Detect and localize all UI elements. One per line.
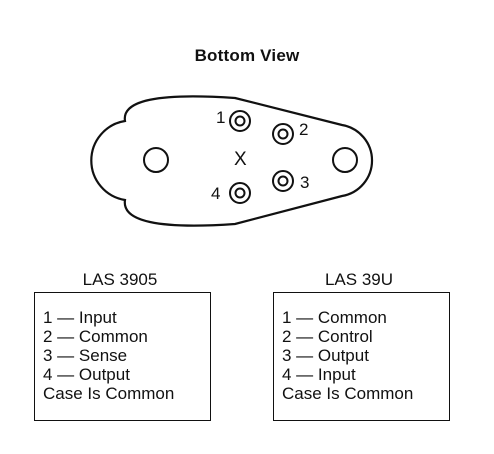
pin-1-label: 1 (216, 108, 225, 127)
center-mark: X (234, 149, 247, 170)
diagram-title: Bottom View (194, 46, 300, 65)
pin-1 (229, 110, 251, 132)
pin-4 (229, 182, 251, 204)
right-row: 1 — Common (282, 308, 387, 327)
pin-2 (272, 123, 294, 145)
left-row: Case Is Common (43, 384, 175, 403)
pin-3 (272, 170, 294, 192)
left-row: 4 — Output (43, 365, 130, 384)
mounting-hole-left (143, 147, 169, 173)
right-pin-table: 1 — Common 2 — Control 3 — Output 4 — In… (273, 292, 450, 421)
package-outline (90, 95, 374, 227)
right-table-title: LAS 39U (324, 270, 394, 289)
left-row: 3 — Sense (43, 346, 128, 365)
left-row: 1 — Input (43, 308, 117, 327)
pin-3-label: 3 (300, 173, 309, 192)
right-row: Case Is Common (282, 384, 414, 403)
right-row: 2 — Control (282, 327, 373, 346)
left-pin-table: 1 — Input 2 — Common 3 — Sense 4 — Outpu… (34, 292, 211, 421)
right-row: 4 — Input (282, 365, 356, 384)
left-row: 2 — Common (43, 327, 148, 346)
right-row: 3 — Output (282, 346, 369, 365)
left-table-title: LAS 3905 (82, 270, 158, 289)
package-bottom-view: 1 2 3 4 X (90, 95, 374, 227)
mounting-hole-right (332, 147, 358, 173)
pin-4-label: 4 (211, 184, 220, 203)
pin-2-label: 2 (299, 120, 308, 139)
